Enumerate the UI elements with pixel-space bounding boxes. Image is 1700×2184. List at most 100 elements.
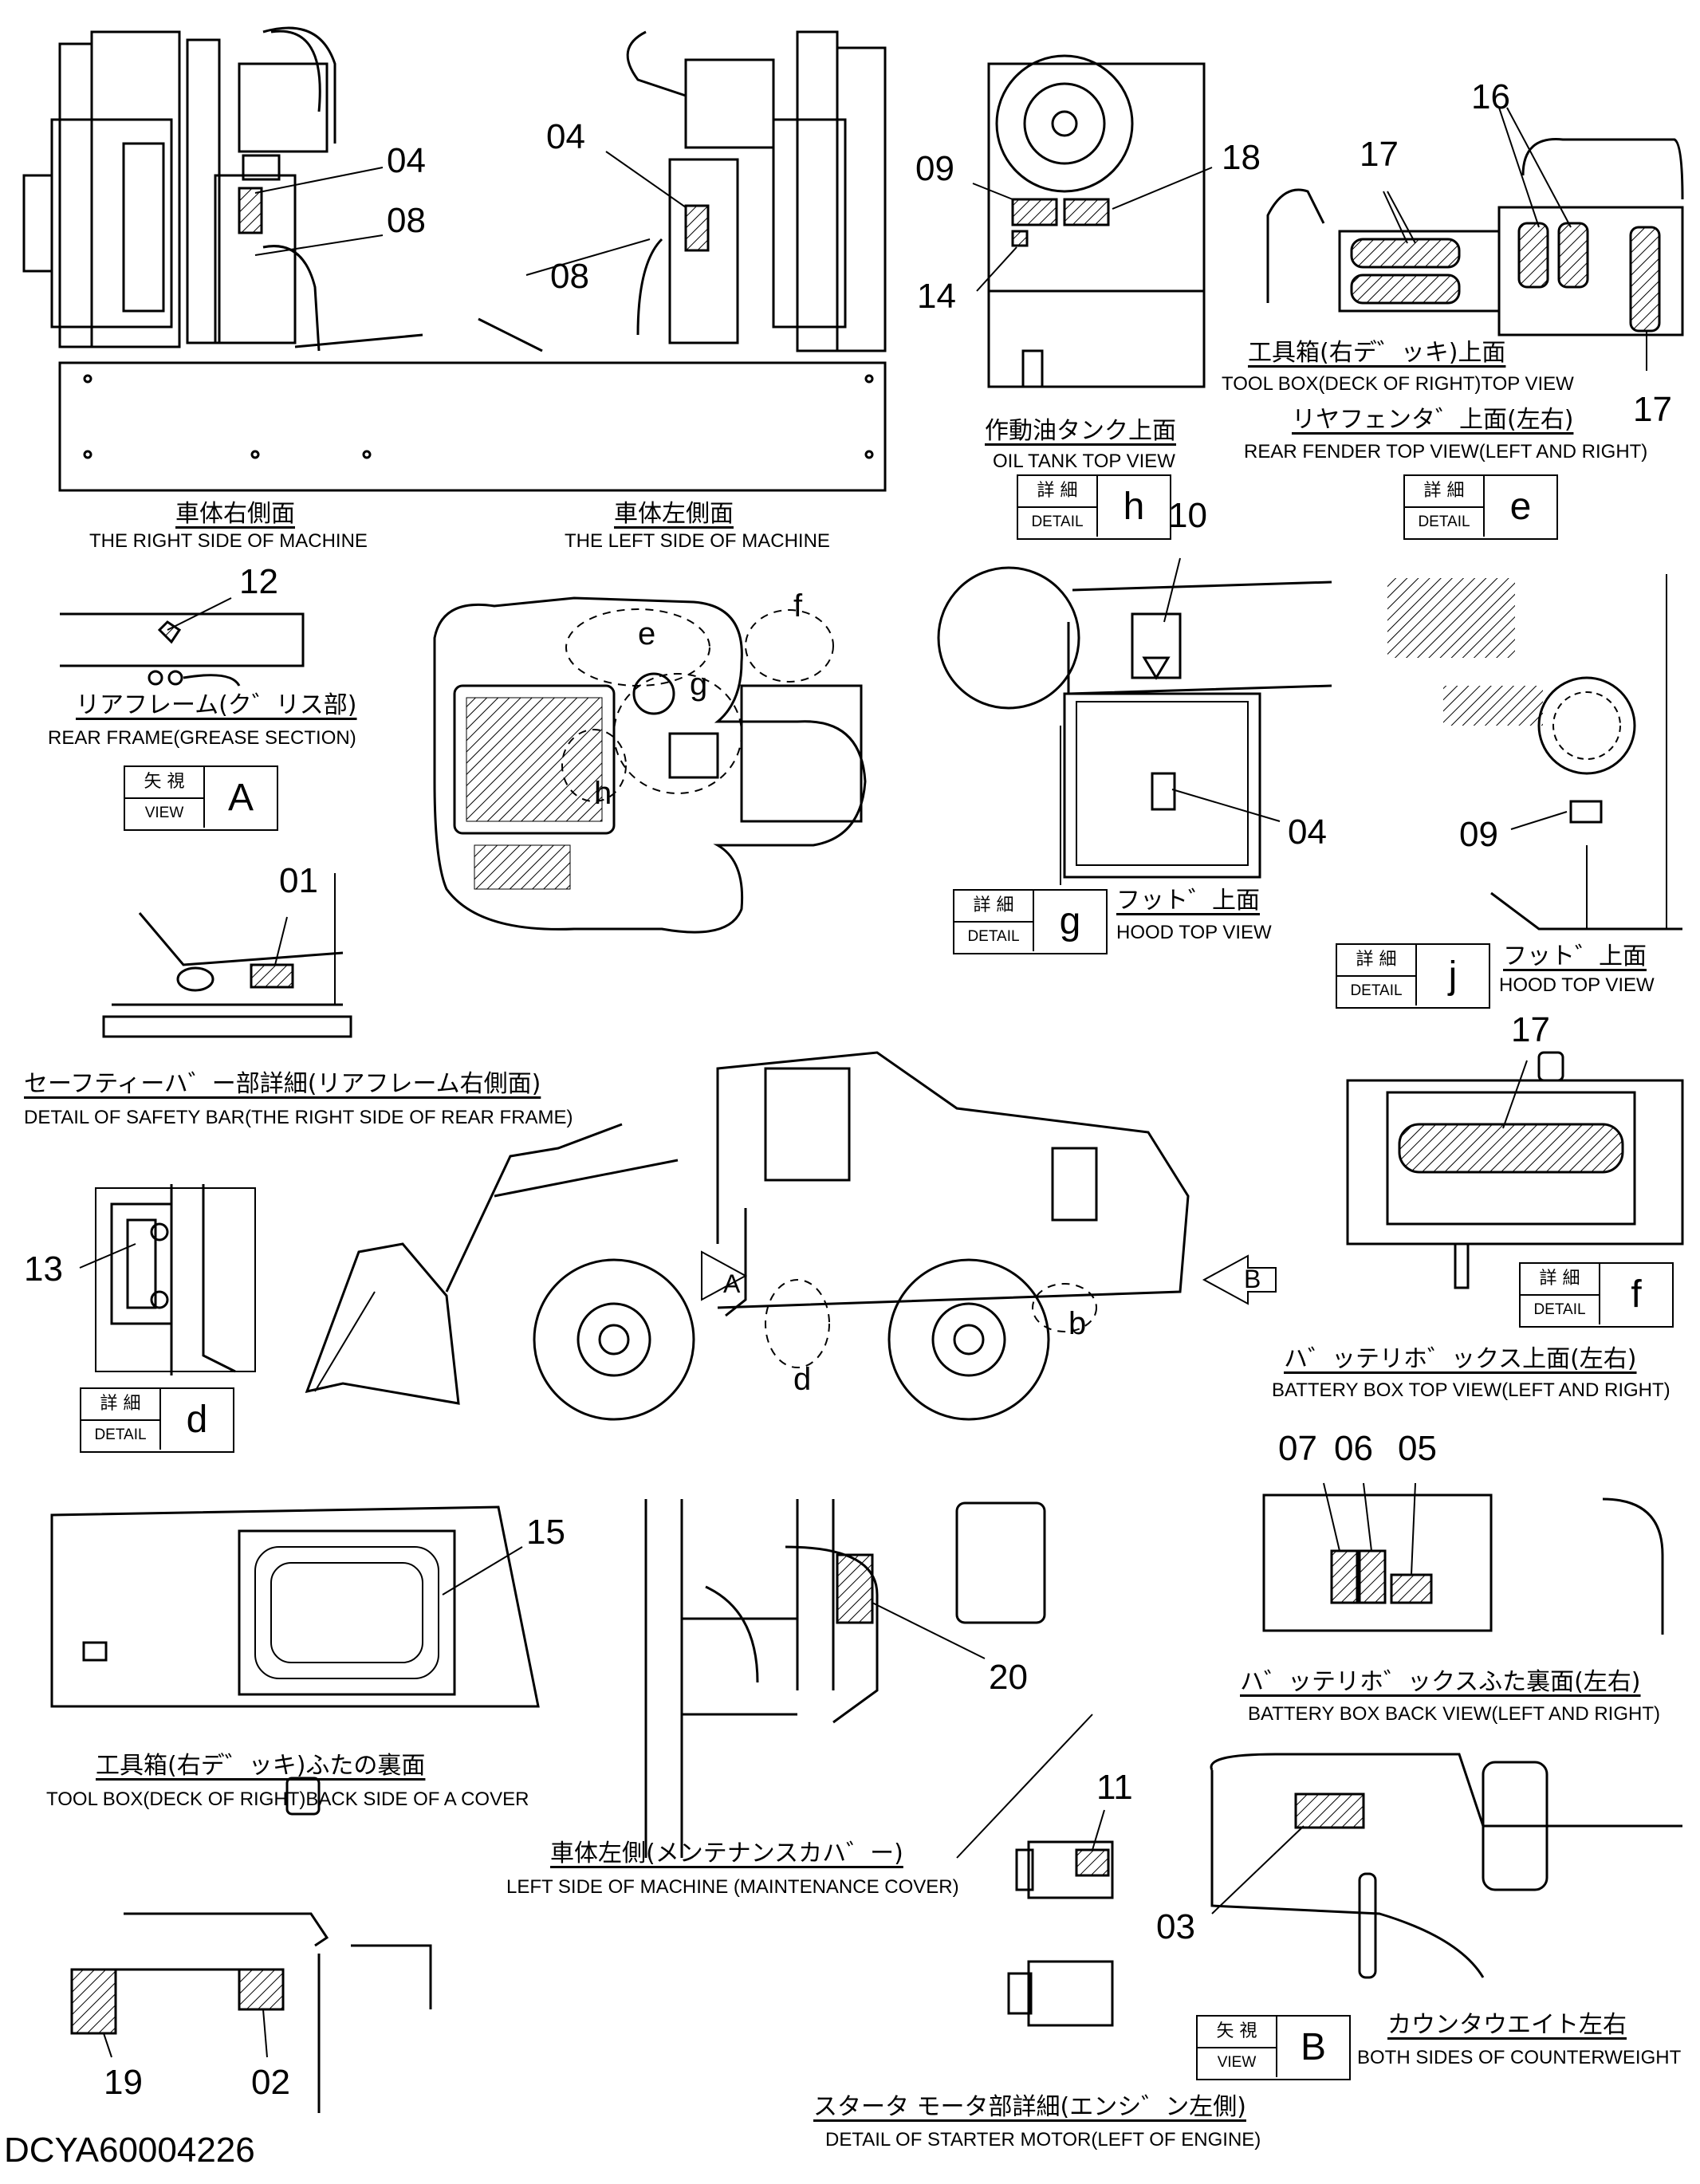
detail-box-h: 詳 細 DETAIL h — [1017, 474, 1171, 540]
callout-02: 02 — [251, 2063, 290, 2102]
oil-tank-top-view — [972, 54, 1213, 388]
detail-box-g-en: DETAIL — [954, 923, 1034, 951]
detail-d-view — [79, 1184, 256, 1375]
view-letter-e: e — [638, 616, 656, 651]
view-box-b-en: VIEW — [1198, 2048, 1277, 2077]
caption-safety-bar-en: DETAIL OF SAFETY BAR(THE RIGHT SIDE OF R… — [24, 1107, 573, 1128]
caption-rear-fender-jp: リヤフェンタ゛上面(左右) — [1292, 406, 1574, 434]
callout-04-hood: 04 — [1288, 813, 1327, 852]
detail-box-h-jp: 詳 細 — [1018, 476, 1098, 508]
view-letter-f: f — [793, 588, 803, 624]
hood-top-view-g — [937, 557, 1332, 885]
view-letter-g: g — [690, 667, 708, 702]
callout-08-left-side: 08 — [550, 257, 589, 296]
callout-01: 01 — [279, 861, 318, 900]
view-box-a-jp: 矢 視 — [125, 767, 205, 799]
detail-box-f: 詳 細 DETAIL f — [1519, 1262, 1674, 1328]
callout-08-right-side: 08 — [387, 201, 426, 240]
detail-box-f-letter: f — [1631, 1273, 1642, 1316]
starter-motor-view — [1007, 1809, 1114, 2027]
caption-starter-jp: スタータ モータ部詳細(エンシ゛ン左側) — [813, 2093, 1246, 2121]
caption-tool-box-top-en: TOOL BOX(DECK OF RIGHT)TOP VIEW — [1222, 373, 1574, 395]
caption-hood-g-en: HOOD TOP VIEW — [1116, 922, 1272, 943]
caption-counterweight-jp: カウンタウエイト左右 — [1387, 2011, 1627, 2039]
callout-12: 12 — [239, 562, 278, 601]
callout-13: 13 — [24, 1249, 63, 1289]
caption-safety-bar-jp: セーフティーハ゛ー部詳細(リアフレーム右側面) — [24, 1070, 541, 1098]
counterweight-view — [1210, 1753, 1682, 1979]
callout-03: 03 — [1156, 1907, 1195, 1946]
view-box-a: 矢 視 VIEW A — [124, 765, 278, 831]
caption-left-side-en: THE LEFT SIDE OF MACHINE — [565, 530, 830, 552]
callout-17-battery: 17 — [1511, 1010, 1550, 1049]
detail-box-e-jp: 詳 細 — [1405, 476, 1485, 508]
caption-counterweight-en: BOTH SIDES OF COUNTERWEIGHT — [1357, 2047, 1682, 2068]
caption-rear-frame-en: REAR FRAME(GREASE SECTION) — [48, 727, 356, 749]
detail-box-g-letter: g — [1059, 900, 1081, 942]
tool-box-cover-view — [50, 1505, 540, 1708]
detail-box-j-letter: j — [1448, 954, 1458, 997]
callout-19: 19 — [104, 2063, 143, 2102]
callout-09-hood: 09 — [1459, 815, 1498, 854]
bottom-left-view — [70, 1777, 432, 2113]
detail-box-f-jp: 詳 細 — [1521, 1264, 1600, 1296]
detail-box-e-en: DETAIL — [1405, 508, 1485, 537]
caption-right-side-en: THE RIGHT SIDE OF MACHINE — [89, 530, 368, 552]
caption-maint-cover-jp: 車体左側(メンテナンスカハ゛ー) — [550, 1840, 903, 1867]
machine-top-view — [433, 596, 867, 934]
view-box-b-letter: B — [1300, 2026, 1326, 2068]
detail-box-d-letter: d — [186, 1399, 208, 1441]
caption-hood-g-jp: フット゛上面 — [1116, 887, 1260, 915]
caption-tool-box-top-jp: 工具箱(右デ゛ッキ)上面 — [1248, 339, 1506, 367]
detail-box-h-en: DETAIL — [1018, 508, 1098, 537]
hood-top-view-j — [1387, 574, 1682, 931]
rear-frame-grease-view — [60, 597, 305, 687]
right-side-view — [22, 26, 887, 492]
caption-rear-frame-jp: リアフレーム(ク゛リス部) — [76, 691, 357, 719]
safety-bar-view — [102, 873, 352, 1038]
caption-starter-en: DETAIL OF STARTER MOTOR(LEFT OF ENGINE) — [825, 2129, 1261, 2151]
view-box-b: 矢 視 VIEW B — [1196, 2015, 1351, 2080]
battery-box-top-view — [1346, 1051, 1684, 1289]
detail-box-j: 詳 細 DETAIL j — [1336, 943, 1490, 1009]
callout-18: 18 — [1222, 138, 1261, 177]
view-arrow-b: B — [1244, 1265, 1261, 1293]
caption-tool-box-cover-jp: 工具箱(右デ゛ッキ)ふたの裏面 — [96, 1752, 426, 1780]
callout-04-left-side: 04 — [546, 117, 585, 156]
callout-20: 20 — [989, 1658, 1028, 1697]
caption-hood-j-en: HOOD TOP VIEW — [1499, 974, 1655, 996]
callout-17-rear-fender: 17 — [1633, 390, 1672, 429]
view-box-a-en: VIEW — [125, 799, 205, 828]
view-box-a-letter: A — [227, 777, 254, 819]
detail-box-d-jp: 詳 細 — [81, 1389, 161, 1421]
caption-battery-back-jp: ハ゛ッテリホ゛ックスふた裏面(左右) — [1240, 1668, 1641, 1696]
caption-battery-top-en: BATTERY BOX TOP VIEW(LEFT AND RIGHT) — [1272, 1379, 1670, 1401]
detail-box-g-jp: 詳 細 — [954, 891, 1034, 923]
left-side-view — [478, 30, 887, 352]
callout-04-right-side: 04 — [387, 141, 426, 180]
caption-left-side-jp: 車体左側面 — [614, 500, 734, 528]
caption-tool-box-cover-en: TOOL BOX(DECK OF RIGHT)BACK SIDE OF A CO… — [46, 1789, 529, 1810]
battery-box-back-view — [1262, 1482, 1664, 1635]
callout-11: 11 — [1096, 1768, 1133, 1807]
wheel-loader-side-view — [305, 1051, 1277, 1421]
detail-box-j-jp: 詳 細 — [1337, 945, 1417, 977]
caption-right-side-jp: 車体右側面 — [175, 500, 295, 528]
detail-box-d: 詳 細 DETAIL d — [80, 1387, 234, 1453]
view-letter-d: d — [793, 1362, 812, 1397]
caption-rear-fender-en: REAR FENDER TOP VIEW(LEFT AND RIGHT) — [1244, 441, 1648, 462]
tool-box-top-view — [1266, 107, 1684, 371]
drawing-code: DCYA60004226 — [4, 2131, 255, 2170]
callout-07: 07 — [1278, 1429, 1317, 1468]
detail-box-e: 詳 細 DETAIL e — [1403, 474, 1558, 540]
detail-box-j-en: DETAIL — [1337, 977, 1417, 1005]
caption-hood-j-jp: フット゛上面 — [1503, 942, 1647, 970]
caption-battery-back-en: BATTERY BOX BACK VIEW(LEFT AND RIGHT) — [1248, 1703, 1660, 1725]
callout-17-tool-box: 17 — [1360, 135, 1399, 174]
caption-battery-top-jp: ハ゛ッテリホ゛ックス上面(左右) — [1284, 1345, 1637, 1373]
callout-10: 10 — [1168, 496, 1207, 535]
view-arrow-a: A — [723, 1269, 741, 1298]
view-box-b-jp: 矢 視 — [1198, 2017, 1277, 2048]
detail-box-d-en: DETAIL — [81, 1421, 161, 1450]
